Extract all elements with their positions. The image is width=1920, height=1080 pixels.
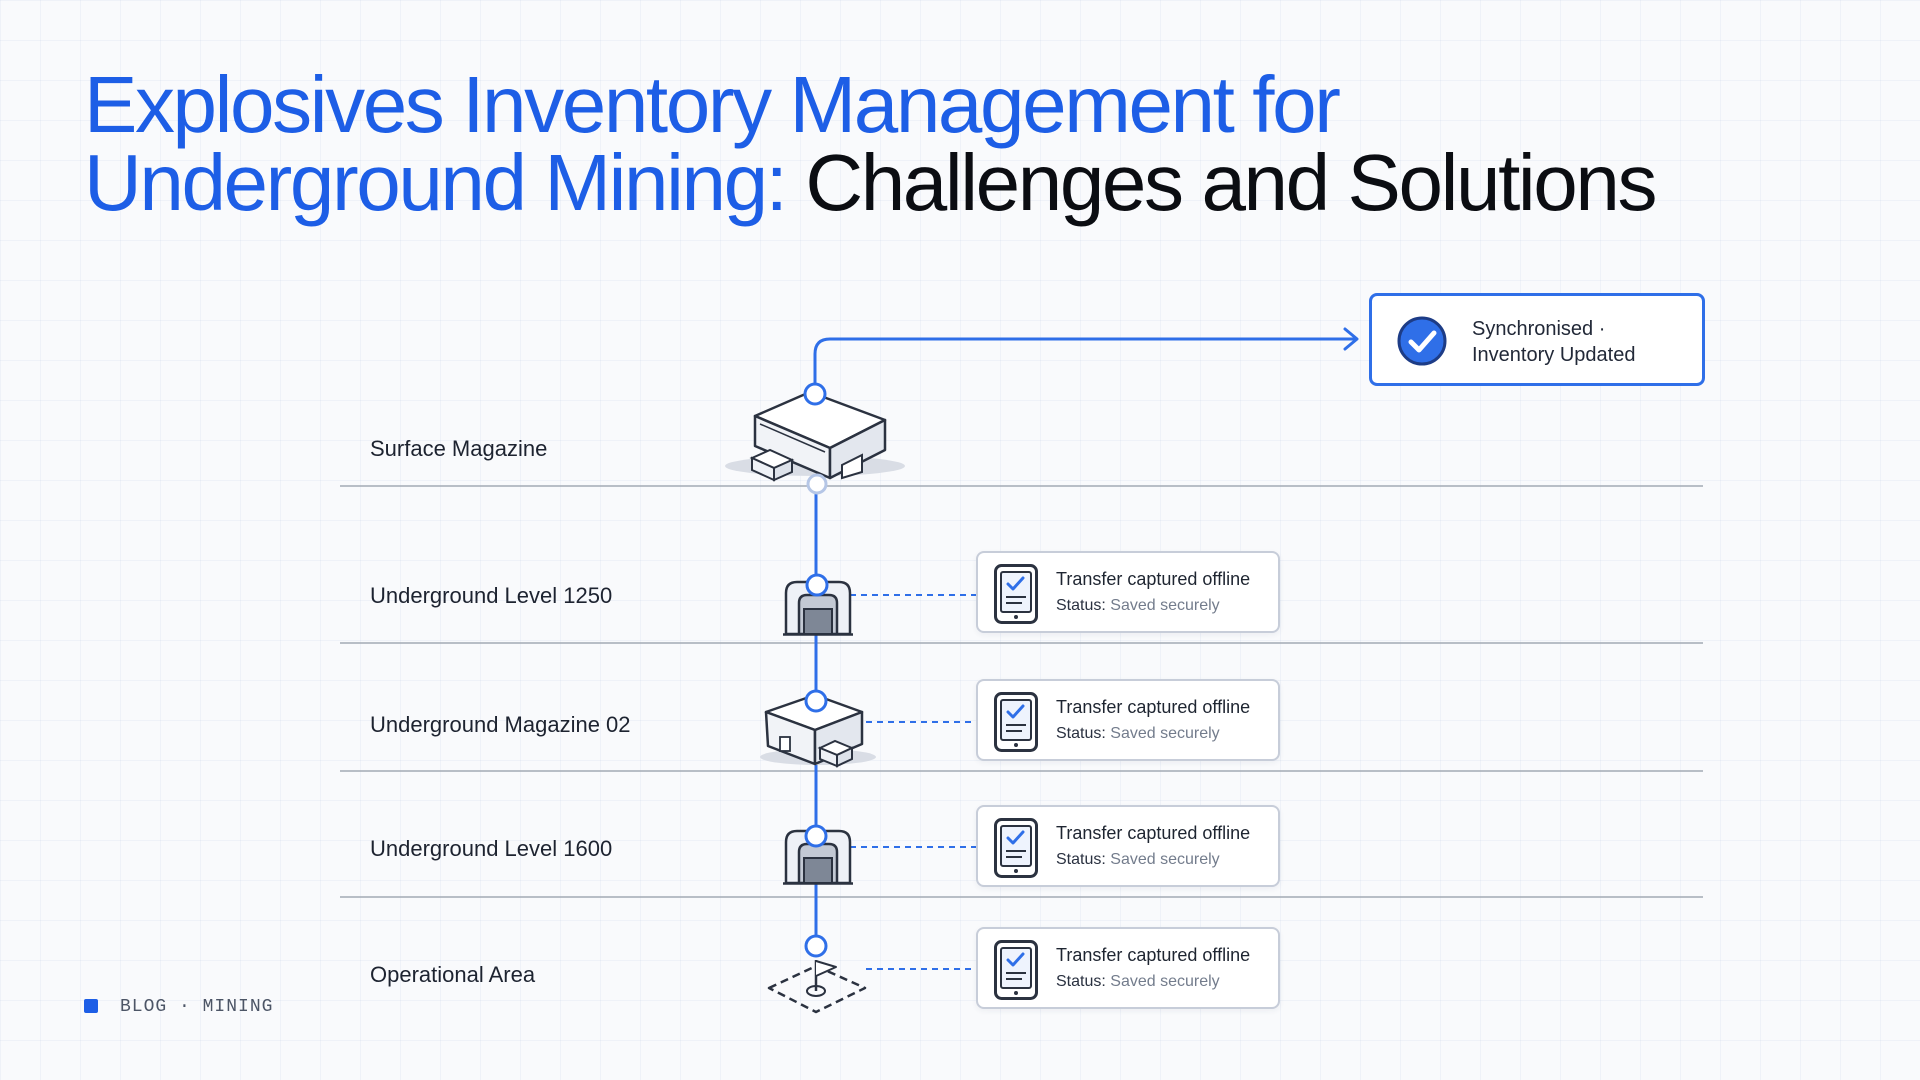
title-accent: Explosives Inventory Management for Unde…: [84, 60, 1341, 227]
card-status: Status: Saved securely: [1056, 973, 1220, 991]
row-label-underground-level-1250: Underground Level 1250: [370, 583, 613, 608]
status-value: Saved securely: [1110, 973, 1220, 990]
page-title: Explosives Inventory Management for Unde…: [84, 65, 1784, 223]
flow-node: [805, 573, 829, 597]
status-label: Status:: [1056, 725, 1106, 742]
title-rest: Challenges and Solutions: [805, 138, 1657, 227]
status-value: Saved securely: [1110, 725, 1220, 742]
flow-node: [804, 689, 828, 713]
flow-node: [804, 934, 828, 958]
card-title: Transfer captured offline: [1056, 823, 1251, 843]
status-label: Status:: [1056, 973, 1106, 990]
footer-text: BLOG · MINING: [120, 997, 274, 1017]
sync-line1: Synchronised ·: [1472, 318, 1606, 340]
tablet-checklist-icon: [994, 692, 1038, 752]
category-square-icon: [84, 999, 98, 1013]
card-status: Status: Saved securely: [1056, 851, 1220, 869]
transfer-card: Transfer captured offline Status: Saved …: [976, 805, 1280, 887]
card-status: Status: Saved securely: [1056, 725, 1220, 743]
sync-line2: Inventory Updated: [1472, 344, 1636, 366]
card-title: Transfer captured offline: [1056, 697, 1251, 717]
flow-node: [806, 473, 828, 495]
row-label-operational-area: Operational Area: [370, 962, 536, 987]
sync-connector-line: [813, 337, 1355, 394]
transfer-card: Transfer captured offline Status: Saved …: [976, 679, 1280, 761]
status-value: Saved securely: [1110, 851, 1220, 868]
card-status: Status: Saved securely: [1056, 597, 1220, 615]
status-label: Status:: [1056, 597, 1106, 614]
row-label-surface-magazine: Surface Magazine: [370, 436, 548, 461]
tablet-checklist-icon: [994, 818, 1038, 878]
sync-status-card: Synchronised · Inventory Updated: [1369, 293, 1705, 386]
flag-zone-icon: [767, 960, 867, 1014]
flow-node: [804, 824, 828, 848]
row-label-underground-magazine-02: Underground Magazine 02: [370, 712, 631, 737]
transfer-card: Transfer captured offline Status: Saved …: [976, 551, 1280, 633]
arrow-right-icon: [1343, 327, 1359, 351]
row-label-underground-level-1600: Underground Level 1600: [370, 836, 613, 861]
tablet-checklist-icon: [994, 564, 1038, 624]
status-label: Status:: [1056, 851, 1106, 868]
underground-magazine-building-icon: [760, 693, 876, 768]
status-value: Saved securely: [1110, 597, 1220, 614]
card-title: Transfer captured offline: [1056, 569, 1251, 589]
transfer-card: Transfer captured offline Status: Saved …: [976, 927, 1280, 1009]
card-title: Transfer captured offline: [1056, 945, 1251, 965]
tablet-checklist-icon: [994, 940, 1038, 1000]
check-circle-icon: [1397, 316, 1447, 366]
flow-node: [803, 382, 827, 406]
surface-magazine-building-icon: [725, 390, 905, 482]
